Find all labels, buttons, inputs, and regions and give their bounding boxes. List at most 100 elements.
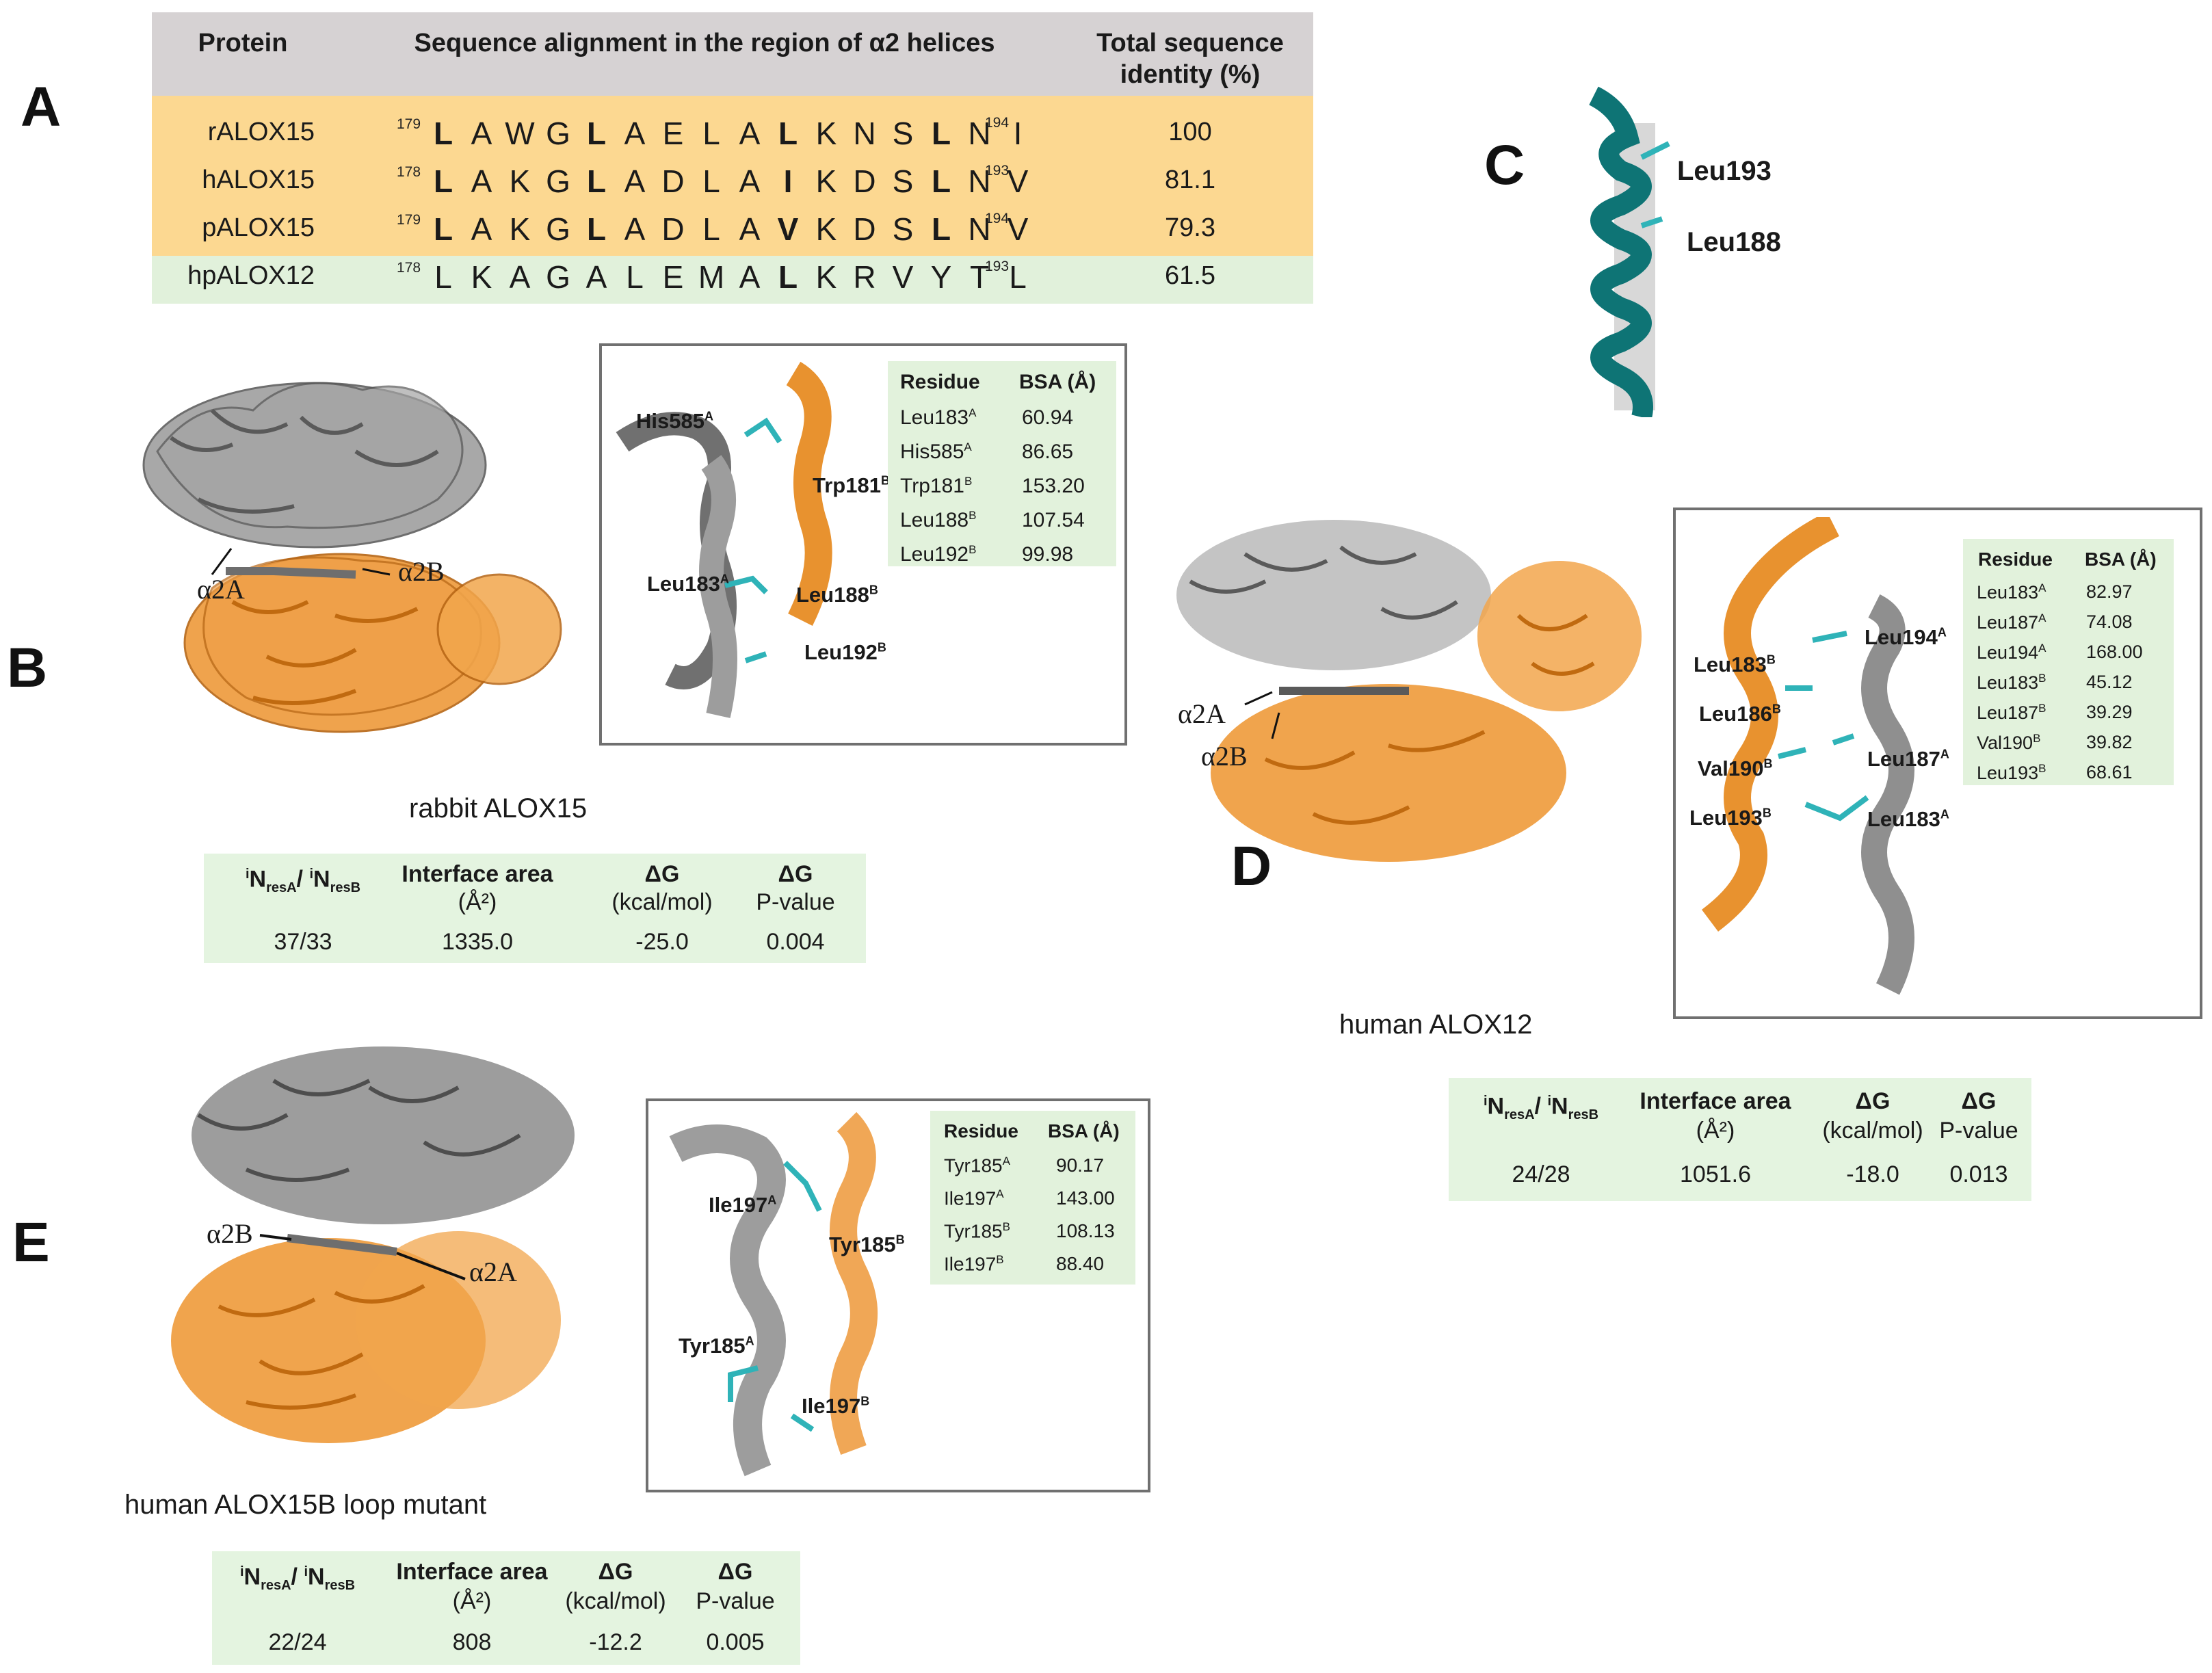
row-start-index: 179 bbox=[397, 212, 421, 228]
residue-letter: T bbox=[969, 259, 990, 295]
residue-letter: A bbox=[471, 163, 492, 199]
panel-c-leu193: Leu193 bbox=[1677, 156, 1772, 186]
header-protein: Protein bbox=[198, 29, 288, 57]
residue-letter: A bbox=[471, 211, 492, 247]
bsa-value: 90.17 bbox=[1056, 1155, 1105, 1176]
residue-letter: L bbox=[931, 163, 951, 199]
bsa-value: 143.00 bbox=[1056, 1187, 1115, 1209]
iface-header-area-unit: (Å²) bbox=[1696, 1118, 1735, 1144]
residue-letter: G bbox=[546, 163, 570, 199]
iface-header-dg-unit: (kcal/mol) bbox=[611, 889, 713, 915]
residue-letter: L bbox=[433, 163, 453, 199]
iface-header-dg-unit: (kcal/mol) bbox=[1822, 1118, 1923, 1144]
iface-header-pval-unit: P-value bbox=[1939, 1118, 2018, 1144]
residue-letter: R bbox=[853, 259, 876, 295]
row-identity: 81.1 bbox=[1165, 166, 1215, 194]
caption-rabbit-alox15: rabbit ALOX15 bbox=[409, 793, 588, 824]
bsa-value: 86.65 bbox=[1022, 440, 1074, 463]
iface-value-dg: -18.0 bbox=[1846, 1161, 1899, 1187]
row-protein-name: hALOX15 bbox=[202, 166, 315, 194]
residue-his585: His585A bbox=[636, 409, 713, 433]
bsa-value: 74.08 bbox=[2086, 611, 2133, 632]
iface-value-pval: 0.005 bbox=[706, 1629, 765, 1655]
bsa-residue: Leu183B bbox=[1977, 672, 2046, 693]
residue-letter: L bbox=[586, 211, 607, 247]
row-protein-name: rALOX15 bbox=[207, 118, 315, 146]
iface-header-nres: iNresA/ iNresB bbox=[245, 866, 361, 896]
bsa-residue: Leu187B bbox=[1977, 702, 2046, 723]
residue-letter: D bbox=[661, 163, 685, 199]
residue-trp181: Trp181B bbox=[813, 473, 890, 497]
residue-letter: K bbox=[815, 116, 837, 151]
residue-letter: L bbox=[702, 163, 720, 199]
residue-letter: A bbox=[739, 211, 761, 247]
iface-header-dg: ΔG bbox=[1855, 1088, 1891, 1114]
protein-chain-b bbox=[171, 1231, 561, 1443]
caption-human-alox15b: human ALOX15B loop mutant bbox=[124, 1490, 487, 1520]
iface-header-pval: ΔG bbox=[778, 861, 813, 887]
residue-leu183: Leu183A bbox=[647, 572, 729, 596]
row-identity: 61.5 bbox=[1165, 261, 1215, 290]
bsa-header-value: BSA (Å) bbox=[2085, 549, 2157, 570]
row-protein-name: pALOX15 bbox=[202, 213, 315, 242]
iface-header-pval: ΔG bbox=[1961, 1088, 1997, 1114]
panel-label-a: A bbox=[21, 76, 62, 138]
bsa-value: 60.94 bbox=[1022, 406, 1074, 429]
bsa-value: 107.54 bbox=[1022, 509, 1085, 531]
row-identity: 79.3 bbox=[1165, 213, 1215, 242]
header-alignment: Sequence alignment in the region of α2 h… bbox=[414, 29, 995, 57]
label-a2a-d: α2A bbox=[1178, 698, 1226, 729]
residue-letter: A bbox=[509, 259, 531, 295]
residue-letter: M bbox=[698, 259, 725, 295]
caption-human-alox12: human ALOX12 bbox=[1339, 1010, 1533, 1040]
label-a2a-b: α2A bbox=[197, 574, 245, 605]
residue-ile197b: Ile197B bbox=[802, 1394, 870, 1418]
bsa-residue: Ile197B bbox=[944, 1253, 1004, 1275]
iface-header-area: Interface area bbox=[401, 861, 553, 887]
bsa-header-value: BSA (Å) bbox=[1019, 371, 1096, 393]
protein-chain-b bbox=[1211, 561, 1642, 862]
iface-header-area: Interface area bbox=[1640, 1088, 1791, 1114]
residue-letter: L bbox=[433, 116, 453, 151]
human-alox15b-structure bbox=[171, 1046, 575, 1443]
residue-letter: K bbox=[509, 211, 531, 247]
residue-letter: V bbox=[777, 211, 799, 247]
residue-tyr185a: Tyr185A bbox=[679, 1334, 754, 1358]
residue-letter: N bbox=[968, 211, 991, 247]
alox12-inset-box: Leu183B Leu194A Leu186B Val190B Leu187A … bbox=[1673, 508, 2202, 1019]
residue-leu194a: Leu194A bbox=[1865, 625, 1947, 649]
rabbit-interface-table: iNresA/ iNresB Interface area (Å²) ΔG (k… bbox=[204, 854, 866, 963]
residue-letter: L bbox=[931, 211, 951, 247]
bsa-residue: Leu194A bbox=[1977, 642, 2046, 663]
arrow-a2b bbox=[362, 568, 391, 576]
bsa-header-value: BSA (Å) bbox=[1048, 1120, 1120, 1142]
residue-letter: L bbox=[778, 259, 798, 295]
residue-letter: S bbox=[892, 116, 914, 151]
row-start-index: 179 bbox=[397, 116, 421, 132]
residue-letter: A bbox=[624, 211, 646, 247]
residue-ile197a: Ile197A bbox=[709, 1193, 777, 1217]
alox12-interface-table: iNresA/ iNresB Interface area (Å²) ΔG (k… bbox=[1449, 1078, 2031, 1201]
residue-letter: L bbox=[1009, 259, 1027, 295]
bsa-value: 108.13 bbox=[1056, 1220, 1115, 1241]
residue-letter: G bbox=[546, 116, 570, 151]
iface-value-pval: 0.004 bbox=[766, 929, 825, 955]
bsa-residue: Leu187A bbox=[1977, 611, 2046, 633]
bsa-value: 45.12 bbox=[2086, 672, 2133, 692]
panel-label-b: B bbox=[7, 637, 48, 699]
rabbit-inset-box: His585A Trp181B Leu183A Leu188B Leu192B … bbox=[599, 343, 1127, 746]
row-end-index: 194 bbox=[985, 115, 1010, 131]
panel-c-leu188: Leu188 bbox=[1687, 227, 1781, 257]
row-identity: 100 bbox=[1168, 118, 1212, 146]
bsa-residue: Tyr185B bbox=[944, 1220, 1010, 1242]
residue-letter: Y bbox=[930, 259, 952, 295]
bsa-residue: Ile197A bbox=[944, 1187, 1004, 1209]
residue-letter: N bbox=[968, 116, 991, 151]
alignment-alox12-bar bbox=[152, 256, 1313, 304]
residue-leu186b: Leu186B bbox=[1699, 702, 1781, 726]
arrow-a2a bbox=[211, 548, 233, 575]
residue-letter: L bbox=[586, 116, 607, 151]
header-identity-2: identity (%) bbox=[1120, 60, 1261, 89]
alox12-inset-helices bbox=[1701, 517, 1914, 995]
